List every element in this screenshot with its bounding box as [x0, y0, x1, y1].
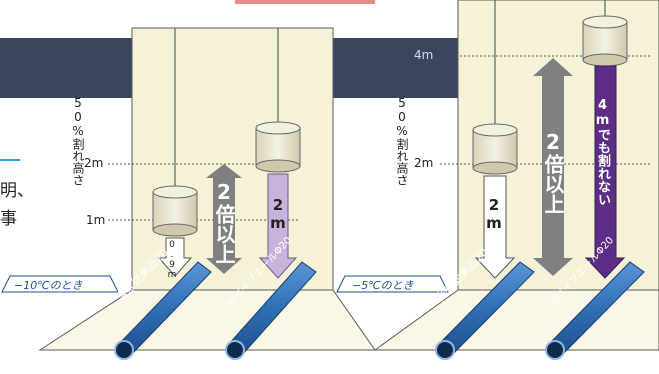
pipe-icon	[545, 261, 645, 360]
double-arrow-icon	[533, 58, 573, 276]
down-arrow-icon	[584, 65, 626, 279]
panel-left	[1, 27, 376, 360]
temperature-tag-right: −5℃のとき	[352, 279, 414, 292]
weight-cylinder-icon	[472, 123, 518, 175]
ratio-label-right: 2倍以上	[541, 130, 565, 214]
weight-cylinder-icon	[255, 121, 301, 173]
temperature-tag-left: −10℃のとき	[14, 279, 83, 292]
tick-label-1m: 1m	[86, 213, 106, 227]
ylabel-right: 50%割れ高さ	[395, 96, 409, 186]
ratio-label-left: 2倍以上	[212, 180, 236, 264]
top-accent-line	[235, 0, 375, 4]
conventional-drop-right: 2m	[485, 196, 503, 232]
product-drop-left: 2m	[269, 196, 287, 232]
conventional-drop-left: 0.9m	[167, 240, 177, 280]
panel-left-tag-box	[1, 275, 119, 293]
left-edge-text-2: 事	[0, 209, 17, 229]
tick-label-2m-right: 2m	[414, 156, 434, 170]
panel-left-floor	[38, 289, 376, 351]
double-arrow-icon	[206, 164, 242, 274]
weight-cylinder-icon	[152, 185, 198, 237]
product-drop-right: 4mでも割れない	[595, 98, 610, 206]
pipe-icon	[435, 261, 535, 360]
down-arrow-icon	[474, 175, 516, 279]
weight-cylinder-icon	[582, 15, 628, 67]
panel-right-tag-box	[336, 275, 449, 293]
left-edge-text-1: 明、	[0, 181, 34, 201]
down-arrow-icon	[157, 237, 193, 277]
panel-right	[336, 0, 659, 360]
pipe-icon	[225, 261, 317, 360]
tick-label-4m: 4m	[414, 48, 434, 62]
down-arrow-icon	[258, 173, 298, 279]
ylabel-left: 50%割れ高さ	[71, 96, 85, 186]
pipe-icon	[114, 261, 212, 360]
tick-label-2m: 2m	[84, 156, 104, 170]
